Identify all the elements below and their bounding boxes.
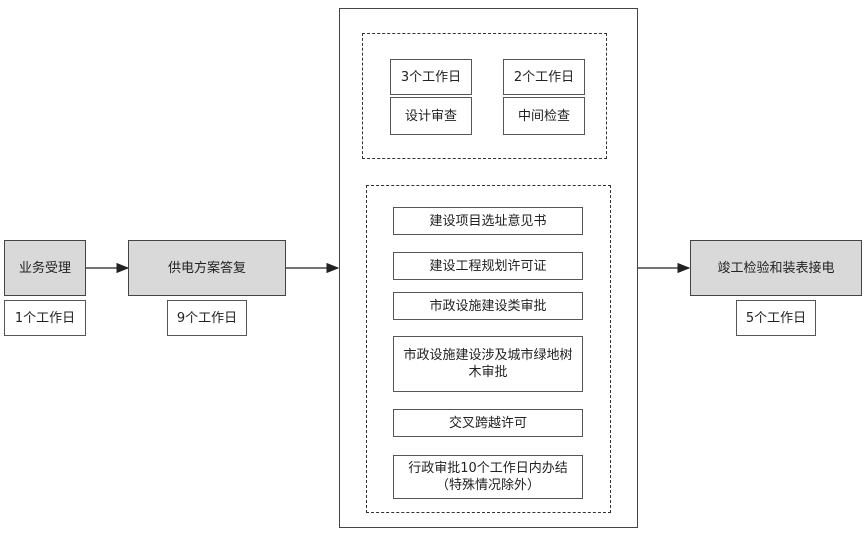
step-completion-duration-text: 5个工作日 (745, 310, 807, 326)
mid-inspection-label: 中间检查 (517, 108, 570, 124)
permit-item: 市政设施建设涉及城市绿地树木审批 (393, 336, 583, 392)
step-completion-duration: 5个工作日 (736, 300, 816, 336)
step-acceptance: 业务受理 (4, 240, 86, 296)
permit-item-text: 交叉跨越许可 (448, 415, 527, 431)
design-review: 设计审查 (390, 97, 472, 135)
design-group (362, 33, 607, 159)
design-review-duration-text: 3个工作日 (400, 69, 462, 85)
mid-inspection: 中间检查 (503, 97, 585, 135)
step-reply-duration: 9个工作日 (167, 300, 247, 336)
step-acceptance-duration: 1个工作日 (4, 300, 86, 336)
step-completion-label: 竣工检验和装表接电 (717, 260, 835, 276)
step-reply-label: 供电方案答复 (167, 260, 246, 276)
permit-item-text: 建设工程规划许可证 (429, 258, 547, 274)
step-reply: 供电方案答复 (128, 240, 286, 296)
permit-item: 交叉跨越许可 (393, 409, 583, 437)
mid-inspection-duration: 2个工作日 (503, 59, 585, 95)
step-acceptance-duration-text: 1个工作日 (14, 310, 76, 326)
step-reply-duration-text: 9个工作日 (176, 310, 238, 326)
permit-item-text: 市政设施建设类审批 (429, 298, 547, 314)
permits-group (366, 185, 611, 513)
permit-item: 建设工程规划许可证 (393, 252, 583, 280)
permit-item-text: 建设项目选址意见书 (429, 213, 547, 229)
step-acceptance-label: 业务受理 (18, 260, 71, 276)
permit-item: 行政审批10个工作日内办结（特殊情况除外） (393, 455, 583, 499)
step-completion: 竣工检验和装表接电 (690, 240, 862, 296)
permit-item: 建设项目选址意见书 (393, 207, 583, 235)
design-review-duration: 3个工作日 (390, 59, 472, 95)
permit-item-text: 行政审批10个工作日内办结（特殊情况除外） (408, 461, 568, 493)
design-review-label: 设计审查 (404, 108, 457, 124)
permit-item: 市政设施建设类审批 (393, 292, 583, 320)
mid-inspection-duration-text: 2个工作日 (513, 69, 575, 85)
permit-item-text: 市政设施建设涉及城市绿地树木审批 (403, 348, 573, 380)
